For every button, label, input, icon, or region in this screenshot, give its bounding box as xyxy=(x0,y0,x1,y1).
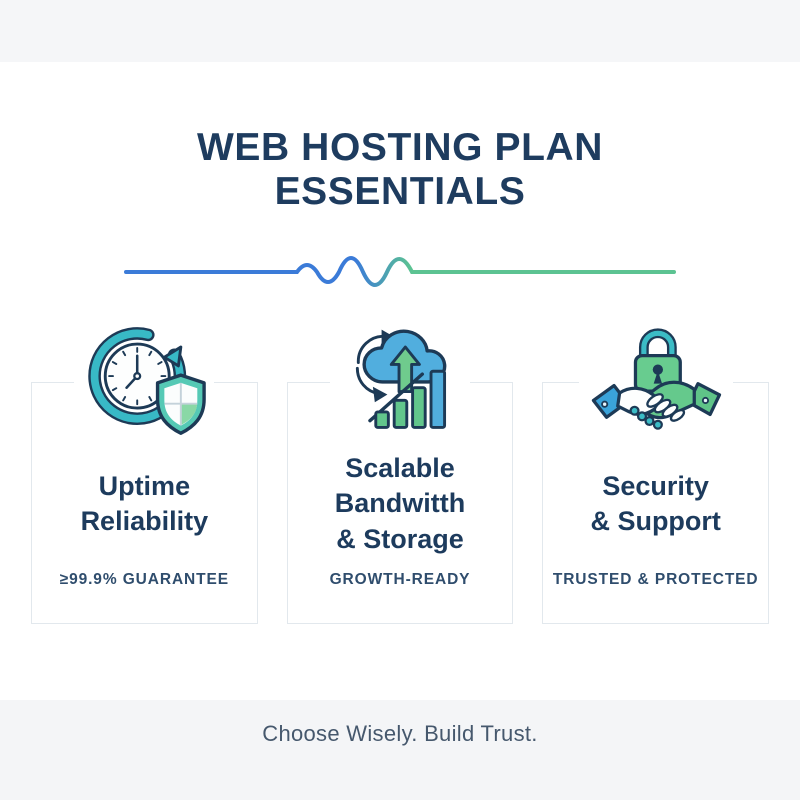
card-subtitle-scalable: GROWTH-READY xyxy=(329,571,471,588)
footer-tagline: Choose Wisely. Build Trust. xyxy=(262,721,538,746)
clock-with-shield-icon xyxy=(74,319,215,439)
card-scalable-bandwidth-storage: Scalable Bandwitth & Storage GROWTH-READ… xyxy=(286,319,514,624)
card-title-box: Uptime Reliability xyxy=(32,445,257,563)
cloud-upload-growth-bars-icon xyxy=(330,319,470,439)
card-title-security: Security & Support xyxy=(590,470,721,536)
card-subtitle-security: TRUSTED & PROTECTED xyxy=(552,571,759,588)
card-subtitle-uptime: ≥99.9% GUARANTEE xyxy=(59,571,229,588)
card-title-scalable: Scalable Bandwitth & Storage xyxy=(334,453,466,554)
page-title: WEB HOSTING PLAN ESSENTIALS xyxy=(196,126,604,214)
top-band xyxy=(0,0,800,62)
footer-band: Choose Wisely. Build Trust. xyxy=(0,700,800,800)
card-uptime-reliability: Uptime Reliability ≥99.9% GUARANTEE xyxy=(31,319,258,624)
card-security-support: Security & Support TRUSTED & PROTECTED xyxy=(542,319,770,624)
card-title-uptime: Uptime Reliability xyxy=(80,470,209,536)
divider-wave xyxy=(124,256,676,287)
padlock-handshake-icon xyxy=(578,319,733,439)
card-title-box: Scalable Bandwitth & Storage xyxy=(288,445,513,563)
feature-cards-row: Uptime Reliability ≥99.9% GUARANTEE xyxy=(31,319,770,624)
card-title-box: Security & Support xyxy=(543,445,768,563)
